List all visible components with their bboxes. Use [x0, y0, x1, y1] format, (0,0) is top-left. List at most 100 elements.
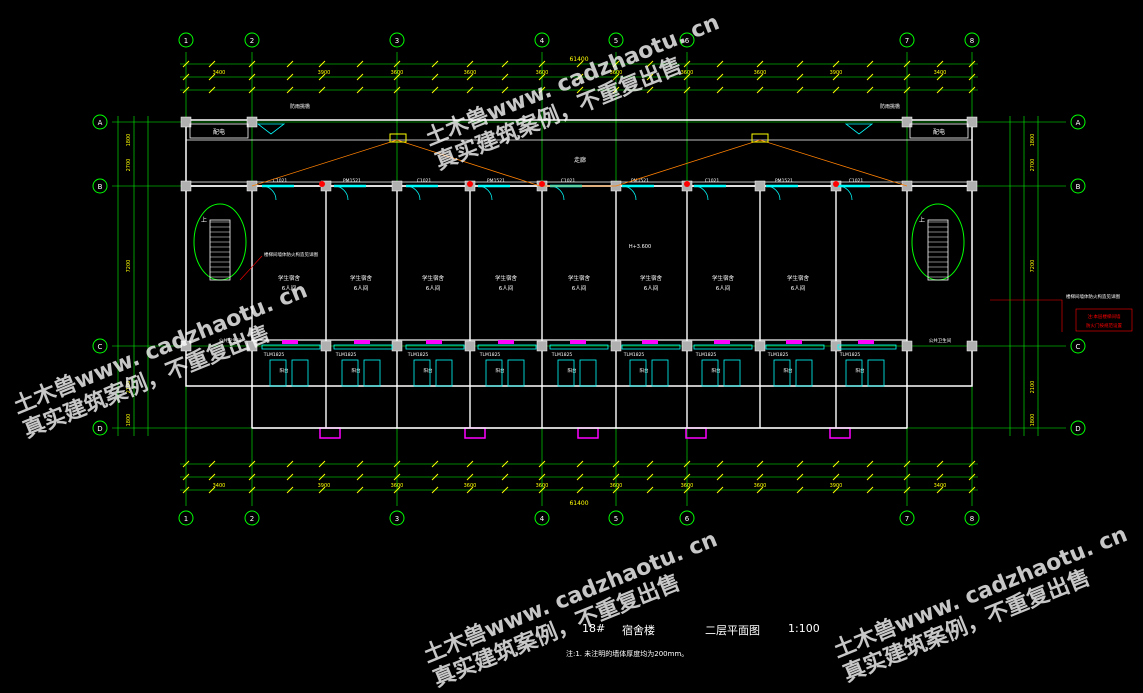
dimension-tick [756, 73, 764, 81]
window-tag: PM1521 [631, 178, 649, 184]
structural-column [681, 340, 693, 352]
electrical-room [909, 123, 969, 139]
dimension-tick [936, 460, 944, 468]
dimension-tick [393, 473, 401, 481]
dimension-value: 3400 [934, 483, 947, 489]
dimension-tick [318, 486, 326, 494]
dimension-tick [646, 60, 654, 68]
balcony-label: 阳台 [280, 367, 289, 374]
dimension-tick [182, 60, 190, 68]
balcony-window [837, 344, 897, 350]
structural-column [966, 116, 978, 128]
structural-column [464, 340, 476, 352]
structural-column [754, 180, 766, 192]
dimension-tick [796, 86, 804, 94]
axis-label: A [98, 119, 103, 127]
dimension-tick [248, 60, 256, 68]
fire-alarm-marker [539, 181, 545, 187]
dimension-tick [756, 60, 764, 68]
dimension-tick [286, 486, 294, 494]
door-swing [549, 185, 565, 201]
balcony-window [693, 344, 753, 350]
drawing-scale: 1:100 [788, 622, 820, 635]
bathroom-fixture [363, 359, 381, 387]
dimension-value: 3900 [318, 483, 331, 489]
dimension-tick [248, 86, 256, 94]
window-tag: TLM1825 [335, 352, 357, 358]
dimension-tick [248, 460, 256, 468]
dimension-tick [832, 73, 840, 81]
dimension-tick [796, 473, 804, 481]
axis-label: 5 [614, 515, 618, 523]
dimension-tick [431, 460, 439, 468]
structural-column [180, 116, 192, 128]
bathroom-fixture [341, 359, 359, 387]
axis-label: 6 [685, 515, 690, 523]
dimension-value: 2700 [126, 159, 132, 172]
dimension-tick [501, 86, 509, 94]
axis-label: C [98, 343, 103, 351]
dimension-tick [208, 486, 216, 494]
bathroom-fixture [651, 359, 669, 387]
structural-column [610, 340, 622, 352]
building-name: 宿舍楼 [622, 624, 655, 637]
dimension-tick [756, 86, 764, 94]
dimension-tick [356, 73, 364, 81]
dimension-tick [501, 460, 509, 468]
structural-column [966, 340, 978, 352]
structural-column [246, 116, 258, 128]
dimension-tick [866, 73, 874, 81]
dimension-tick [538, 473, 546, 481]
balcony-window [477, 344, 537, 350]
balcony-door-marker [426, 340, 442, 344]
canopy-marker [844, 123, 874, 135]
axis-label: D [1075, 425, 1080, 433]
dorm-capacity: 6人间 [426, 284, 441, 292]
dimension-value: 3600 [464, 483, 477, 489]
bathroom-fixture [291, 359, 309, 387]
axis-bubble [608, 510, 624, 526]
dimension-tick [538, 486, 546, 494]
window-tag: PM1521 [775, 178, 793, 184]
bathroom-fixture [629, 359, 647, 387]
dimension-tick [646, 486, 654, 494]
dimension-tick [646, 473, 654, 481]
red-note: 防火门按规范设置 [1086, 322, 1122, 329]
bathroom-fixture [413, 359, 431, 387]
dorm-room-label: 学生宿舍 [640, 274, 663, 282]
structural-column [180, 180, 192, 192]
axis-bubble [679, 32, 695, 48]
axis-bubble [178, 510, 194, 526]
window-tag: PM1521 [487, 178, 505, 184]
dimension-tick [318, 73, 326, 81]
axis-label: 7 [905, 37, 909, 45]
structural-column [901, 340, 913, 352]
stair-flight [927, 219, 949, 281]
dorm-capacity: 6人间 [791, 284, 806, 292]
fire-alarm-marker [467, 181, 473, 187]
sheet-number: 18# [582, 622, 606, 635]
bathroom-fixture [435, 359, 453, 387]
axis-bubble [1070, 114, 1086, 130]
dimension-tick [903, 86, 911, 94]
dorm-room-label: 学生宿舍 [495, 274, 518, 282]
canopy-note: 防雨挑檐 [880, 103, 900, 110]
axis-label: 6 [685, 37, 690, 45]
axis-label: 2 [250, 515, 254, 523]
dimension-value: 3600 [754, 483, 767, 489]
dimension-tick [208, 86, 216, 94]
window-tag: TLM1825 [767, 352, 789, 358]
balcony-label: 阳台 [712, 367, 721, 374]
bathroom-fixture [507, 359, 525, 387]
stair-up-label: 上 [201, 216, 207, 224]
door-swing [405, 185, 421, 201]
door-swing [621, 185, 637, 201]
dimension-value: 3900 [830, 70, 843, 76]
dimension-tick [612, 73, 620, 81]
dimension-tick [796, 60, 804, 68]
dimension-tick [318, 86, 326, 94]
axis-bubble [534, 32, 550, 48]
dimension-value: 3600 [391, 483, 404, 489]
dimension-tick [208, 73, 216, 81]
dimension-tick [683, 473, 691, 481]
